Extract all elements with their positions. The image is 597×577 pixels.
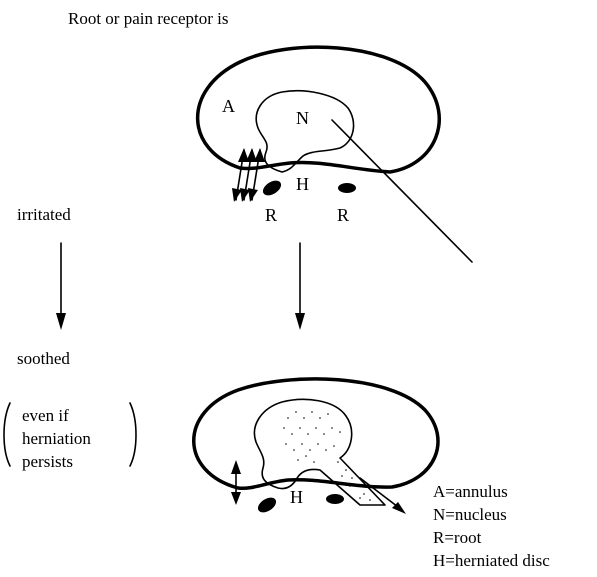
state-irritated: irritated <box>17 205 71 224</box>
label-nucleus: N <box>296 108 309 128</box>
note-line-1: even if <box>22 406 69 425</box>
legend-root: R=root <box>433 528 482 547</box>
legend-herniated: H=herniated disc <box>433 551 550 570</box>
label-root-left: R <box>265 205 277 225</box>
top-disc: A N H R R <box>198 47 472 262</box>
top-root-right <box>338 183 356 193</box>
label-herniated-top: H <box>296 174 309 194</box>
note-parenthetical: even if herniation persists <box>4 403 136 471</box>
bottom-nucleus-outline <box>254 399 385 505</box>
legend-nucleus: N=nucleus <box>433 505 507 524</box>
note-line-3: persists <box>22 452 73 471</box>
label-annulus: A <box>222 96 235 116</box>
state-soothed: soothed <box>17 349 70 368</box>
bottom-arrow <box>231 460 241 505</box>
top-root-left <box>260 178 283 199</box>
legend: A=annulus N=nucleus R=root H=herniated d… <box>433 482 550 570</box>
legend-annulus: A=annulus <box>433 482 508 501</box>
top-nucleus-outline <box>256 91 353 172</box>
center-down-arrow <box>295 243 305 330</box>
bottom-disc: H <box>194 379 438 515</box>
irritation-arrows <box>232 148 265 202</box>
bottom-annulus-outline <box>194 379 438 488</box>
header-title: Root or pain receptor is <box>68 9 229 28</box>
label-herniated-bottom: H <box>290 487 303 507</box>
left-down-arrow <box>56 243 66 330</box>
bottom-root-left <box>255 495 278 516</box>
label-root-right: R <box>337 205 349 225</box>
note-line-2: herniation <box>22 429 91 448</box>
bottom-root-right <box>326 494 344 504</box>
